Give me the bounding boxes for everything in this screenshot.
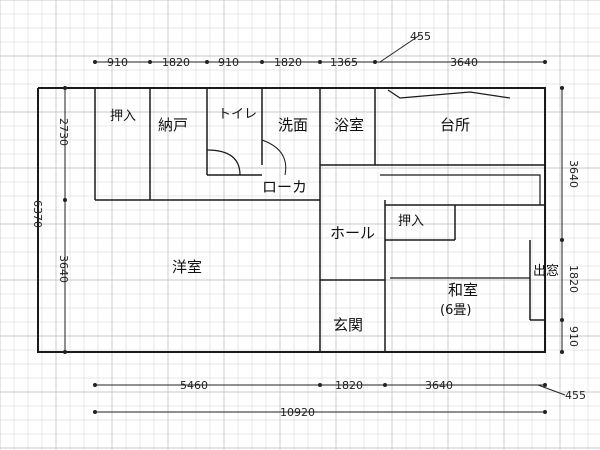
- room-washitsu: 和室: [448, 281, 478, 299]
- room-demado: 出窓: [533, 263, 559, 279]
- room-rouka: ローカ: [262, 178, 307, 196]
- room-washitsu-size: (6畳): [440, 303, 471, 318]
- room-yokushitsu: 浴室: [334, 116, 364, 134]
- dimension-ticks: [63, 60, 564, 414]
- dim-left-upper: 2730: [57, 118, 70, 146]
- dim-top-6: 3640: [450, 56, 478, 69]
- dim-right-3: 910: [567, 326, 580, 347]
- dim-top-4: 1820: [274, 56, 302, 69]
- dim-bottom-total: 10920: [280, 406, 315, 419]
- room-hall: ホール: [330, 224, 375, 242]
- walls: [37, 87, 546, 353]
- room-nando: 納戸: [158, 116, 188, 134]
- room-toilet: トイレ: [218, 107, 257, 122]
- room-oshiire-1: 押入: [110, 109, 136, 124]
- dim-bottom-3: 3640: [425, 379, 453, 392]
- dim-top-3: 910: [218, 56, 239, 69]
- dim-bottom-note: 455: [565, 389, 586, 402]
- dim-left-total: 6370: [31, 200, 44, 228]
- room-daidokoro: 台所: [440, 116, 470, 134]
- dim-left-lower: 3640: [57, 255, 70, 283]
- room-oshiire-2: 押入: [398, 214, 424, 229]
- dim-top-note: 455: [410, 30, 431, 43]
- room-senmen: 洗面: [278, 116, 308, 134]
- dim-right-1: 3640: [567, 160, 580, 188]
- room-youshitsu: 洋室: [172, 258, 202, 276]
- dim-bottom-1: 5460: [180, 379, 208, 392]
- dim-top-1: 910: [107, 56, 128, 69]
- room-genkan: 玄関: [333, 316, 363, 334]
- dim-bottom-2: 1820: [335, 379, 363, 392]
- dim-top-2: 1820: [162, 56, 190, 69]
- dim-top-5: 1365: [330, 56, 358, 69]
- dim-right-2: 1820: [567, 265, 580, 293]
